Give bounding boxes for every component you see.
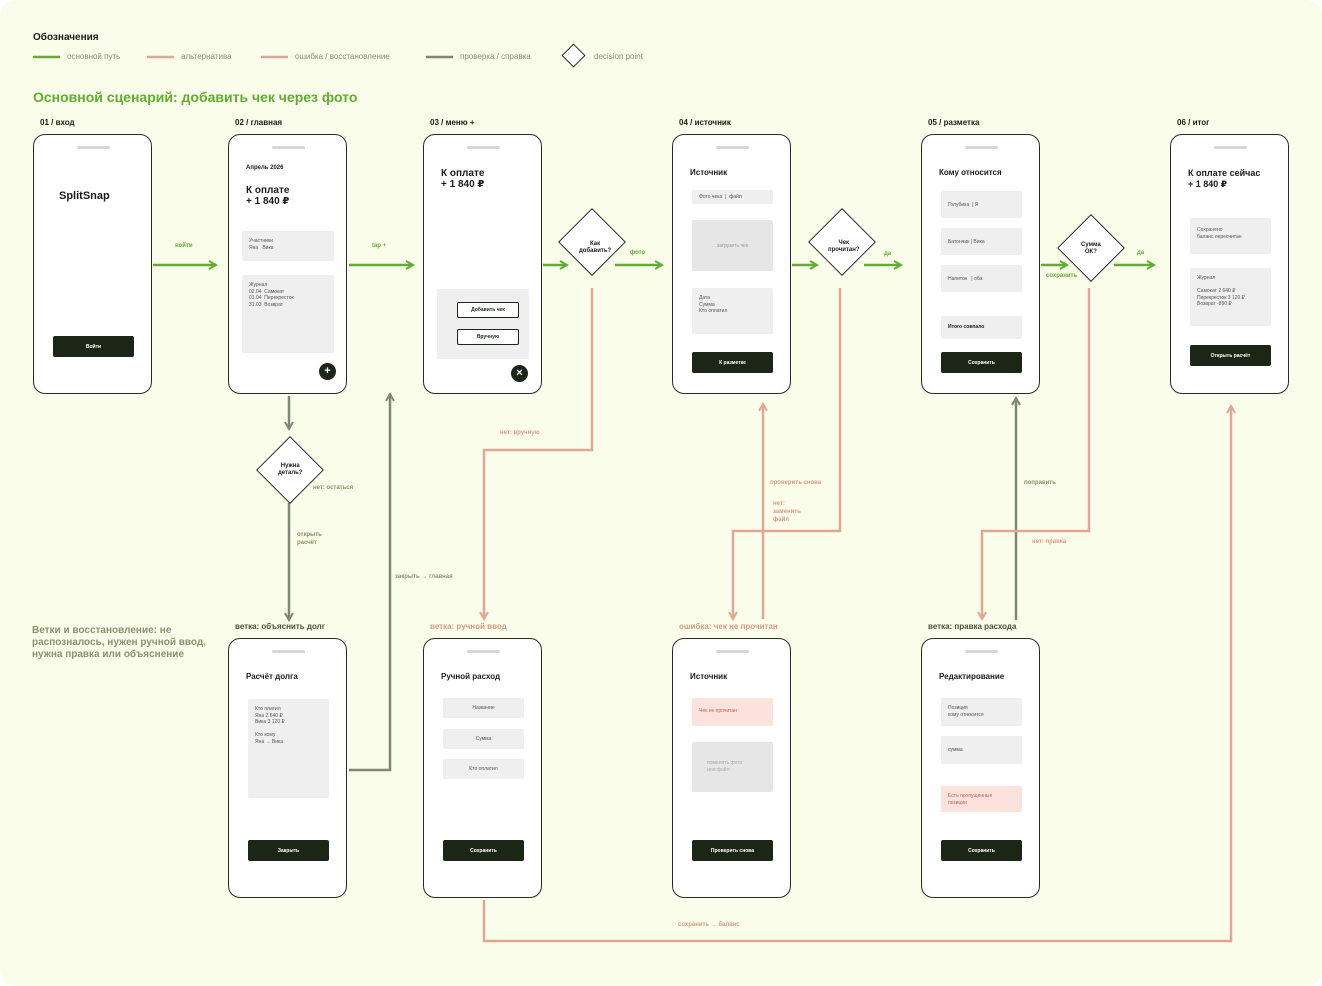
amount-field[interactable]: сумма	[941, 736, 1022, 764]
label-b2: ветка: ручной ввод	[430, 622, 507, 631]
legend-label-alt: альтернатива	[181, 52, 232, 61]
save-button[interactable]: Сохранить	[443, 840, 524, 861]
screen-menu: К оплате + 1 840 ₽ Добавить чек Вручную …	[423, 134, 542, 394]
edge-label-no-manual: нет: вручную	[500, 430, 540, 436]
warning-banner: Есть пропущенные позиции	[941, 786, 1022, 812]
check-fields[interactable]: Дата Сумма Кто оплатил	[692, 288, 773, 334]
participants-card[interactable]: Участники Яна Вика	[242, 231, 334, 261]
app-name: SplitSnap	[59, 190, 110, 202]
label-s03: 03 / меню +	[430, 118, 475, 127]
due-amount: К оплате + 1 840 ₽	[246, 185, 290, 207]
edge-label-close-home: закрыть → главная	[395, 574, 453, 580]
screen-markup: Кому относится Голубика | Я Батончик | В…	[921, 134, 1040, 394]
label-b4: ветка: правка расхода	[928, 622, 1017, 631]
open-calc-button[interactable]: Открыть расчёт	[1190, 345, 1271, 366]
legend-label-main: основной путь	[67, 52, 121, 61]
login-button[interactable]: Войти	[53, 336, 134, 357]
screen-title: Кому относится	[939, 168, 1002, 177]
due-amount: К оплате + 1 840 ₽	[441, 168, 485, 190]
edge-label-tap: tap +	[372, 243, 387, 249]
screen-source: Источник Фото чека | файл загрузить чек …	[672, 134, 791, 394]
decision-how-add-label: Как добавить?	[579, 241, 612, 254]
saved-notice: Сохранено баланс пересчитан	[1190, 218, 1271, 254]
journal-card[interactable]: Журнал 02.04 Самокат 01.04 Перекресток 3…	[242, 275, 334, 353]
screen-title: Ручной расход	[441, 672, 501, 681]
branches-title: Ветки и восстановление: не распозналось,…	[32, 625, 207, 660]
item-row[interactable]: Батончик | Вика	[941, 228, 1022, 255]
decision-sum-ok-label: Сумма ОК?	[1081, 242, 1101, 255]
main-scenario-title: Основной сценарий: добавить чек через фо…	[33, 89, 358, 105]
screen-title: Редактирование	[939, 672, 1005, 681]
edge-label-photo: фото	[630, 250, 646, 256]
month-label: Апрель 2026	[246, 165, 284, 171]
screen-title: Расчёт долга	[246, 672, 298, 681]
screen-login: SplitSnap Войти	[33, 134, 152, 394]
edge-no-fix	[982, 288, 1091, 619]
add-check-button[interactable]: Добавить чек	[457, 302, 519, 318]
screen-edit: Редактирование Позиция кому относится су…	[921, 638, 1040, 898]
edge-label-fix: поправить	[1024, 480, 1056, 486]
add-menu	[437, 289, 529, 359]
decision-check-read-label: Чек прочитан?	[828, 240, 860, 253]
edge-label-save-balance: сохранить → баланс	[678, 922, 740, 928]
edge-label-save: сохранить	[1046, 273, 1078, 279]
legend-label-decision: decision point	[594, 52, 643, 61]
position-field[interactable]: Позиция кому относится	[941, 698, 1022, 726]
save-button[interactable]: Сохранить	[941, 840, 1022, 861]
due-amount: К оплате сейчас + 1 840 ₽	[1188, 168, 1261, 189]
close-button[interactable]: Закрыть	[248, 840, 329, 861]
edge-label-no-stay: нет: остаться	[313, 485, 354, 491]
screen-title: Источник	[690, 168, 728, 177]
label-s04: 04 / источник	[679, 118, 731, 127]
label-b1: ветка: объяснить долг	[235, 622, 326, 631]
to-markup-button[interactable]: К разметке	[692, 352, 773, 373]
upload-area[interactable]: загрузить чек	[692, 220, 773, 271]
manual-button[interactable]: Вручную	[457, 329, 519, 345]
legend-label-error: ошибка / восстановление	[295, 52, 390, 61]
decision-need-detail-label: Нужна деталь?	[278, 463, 303, 476]
amount-field[interactable]: Сумма	[443, 729, 524, 749]
edge-no-replace	[733, 288, 842, 619]
edge-label-yes1: да	[884, 251, 892, 257]
name-field[interactable]: Название	[443, 698, 524, 718]
label-s01: 01 / вход	[40, 118, 75, 127]
edge-label-yes2: да	[1137, 250, 1145, 256]
debt-details: Кто платил Яна 2 640 ₽ Вика 3 120 ₽ Кто …	[248, 699, 329, 798]
edge-save-balance	[482, 406, 1231, 943]
edge-close-home	[349, 394, 390, 772]
total-row: Итого совпало	[941, 316, 1022, 339]
check-again-button[interactable]: Проверить снова	[692, 840, 773, 861]
screen-manual-expense: Ручной расход Название Сумма Кто оплатил…	[423, 638, 542, 898]
replace-file-area[interactable]: поменять фото или файл	[692, 742, 773, 792]
error-banner: Чек не прочитан	[692, 698, 773, 726]
screen-title: Источник	[690, 672, 728, 681]
edge-label-open-calc: открыть расчёт	[297, 532, 322, 546]
add-icon[interactable]: +	[319, 363, 336, 380]
journal-card[interactable]: Журнал Самокат 2 640 ₽ Перекресток 3 120…	[1190, 268, 1271, 326]
legend-label-check: проверка / справка	[460, 52, 531, 61]
label-s05: 05 / разметка	[928, 118, 980, 127]
label-b3: ошибка: чек не прочитан	[679, 622, 778, 631]
screen-debt: Расчёт долга Кто платил Яна 2 640 ₽ Вика…	[228, 638, 347, 898]
edge-label-login: войти	[175, 243, 193, 249]
edge-label-check-again: проверить снова	[770, 480, 822, 486]
source-tabs[interactable]: Фото чека | файл	[692, 190, 773, 204]
label-s02: 02 / главная	[235, 118, 283, 127]
edge-no-manual	[484, 288, 594, 619]
payer-field[interactable]: Кто оплатил	[443, 759, 524, 779]
legend-title: Обозначения	[33, 32, 99, 43]
screen-result: К оплате сейчас + 1 840 ₽ Сохранено бала…	[1170, 134, 1289, 394]
save-button[interactable]: Сохранить	[941, 352, 1022, 373]
edge-label-no-fix: нет: правка	[1032, 539, 1067, 545]
phone-notch	[77, 146, 110, 149]
label-s06: 06 / итог	[1177, 118, 1210, 127]
screen-home: Апрель 2026 К оплате + 1 840 ₽ Участники…	[228, 134, 347, 394]
close-icon[interactable]: ×	[511, 365, 528, 382]
item-row[interactable]: Напиток | оба	[941, 265, 1022, 292]
edge-label-no-replace: нет: заменить файл	[773, 501, 801, 523]
item-row[interactable]: Голубика | Я	[941, 191, 1022, 218]
screen-read-error: Источник Чек не прочитан поменять фото и…	[672, 638, 791, 898]
